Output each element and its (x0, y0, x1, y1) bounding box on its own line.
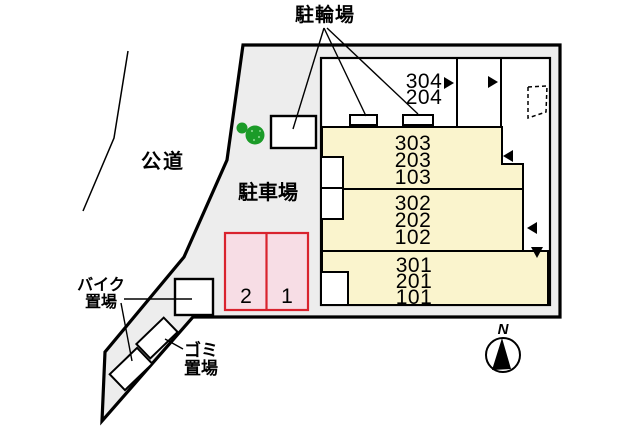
garbage-pad (134, 316, 180, 360)
arrow-left-icon-1 (503, 150, 513, 162)
unit-stack-top: 304 204 (405, 70, 443, 109)
unit-number: 204 (405, 85, 443, 109)
arrow-left-icon-2 (527, 222, 537, 234)
road-edge-line (82, 50, 129, 212)
bicycle-parking-label: 駐輪場 (294, 5, 356, 26)
unit-block-x02 (321, 188, 524, 252)
bicycle-shed-box (269, 114, 318, 150)
bike-storage-label: バイク 置場 (77, 277, 125, 311)
unit-number: 103 (394, 166, 432, 189)
arrow-right-icon-2 (488, 76, 498, 88)
unit-number: 201 (395, 270, 433, 293)
bike-rack-1 (349, 114, 378, 126)
unit-number: 303 (394, 132, 432, 155)
arrow-down-icon (531, 247, 543, 258)
entrance-box-1 (320, 156, 344, 189)
leader-bicycle-parking-1 (292, 27, 325, 130)
bike-storage-label-line1: バイク (77, 277, 125, 294)
bike-pad (108, 346, 154, 392)
compass-needle (492, 338, 511, 370)
garbage-label: ゴミ 置場 (184, 342, 218, 378)
leader-bike-storage-2 (120, 302, 133, 362)
garbage-label-line2: 置場 (184, 359, 218, 378)
bike-storage-box (173, 277, 215, 317)
dashed-area (527, 85, 548, 120)
unit-stack-2: 302 202 102 (394, 192, 432, 249)
arrow-right-icon-1 (444, 77, 454, 89)
unit-number: 301 (395, 254, 433, 277)
unit-number: 203 (394, 149, 432, 172)
tree-icon (236, 122, 265, 145)
parking-stall-1-label: 1 (281, 285, 293, 308)
unit-number: 304 (405, 70, 443, 93)
unit-block-x01 (321, 250, 549, 306)
parking-lot-label: 駐車場 (238, 182, 298, 204)
unit-number: 302 (394, 192, 432, 215)
public-road-label: 公道 (141, 151, 185, 173)
garbage-label-line1: ゴミ (184, 341, 218, 360)
unit-number: 101 (395, 286, 433, 309)
bike-rack-2 (402, 114, 434, 126)
unit-stack-1: 301 201 101 (395, 254, 433, 309)
entrance-box-2 (320, 187, 344, 220)
bike-storage-label-line2: 置場 (84, 294, 117, 311)
leader-bicycle-parking-3 (326, 27, 419, 115)
leader-garbage (164, 338, 184, 350)
entrance-box-3 (320, 271, 349, 306)
parking-stall-2-label: 2 (240, 285, 252, 308)
unit-number: 102 (394, 226, 432, 249)
unit-number: 202 (394, 209, 432, 232)
unit-stack-3: 303 203 103 (394, 132, 432, 189)
compass (485, 337, 521, 373)
leader-bicycle-parking-2 (323, 27, 367, 117)
north-label: N (497, 321, 509, 338)
